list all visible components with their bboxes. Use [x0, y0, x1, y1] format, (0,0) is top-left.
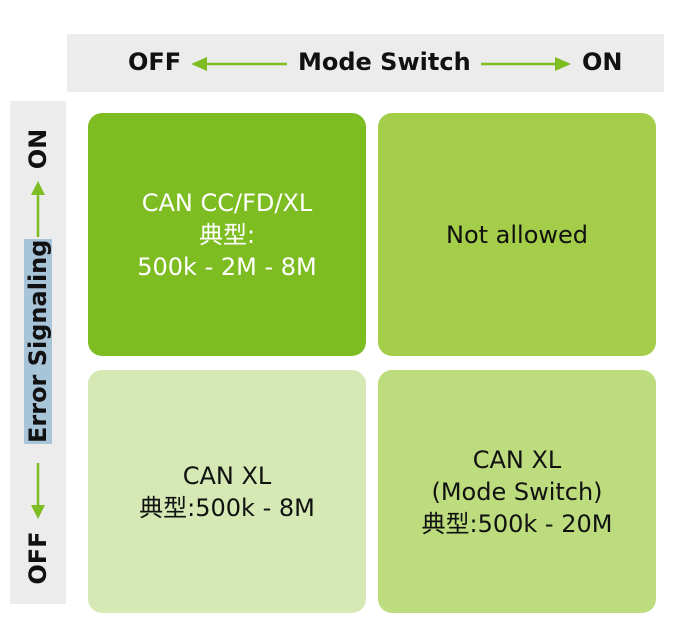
cell-error-off-mode-on: CAN XL (Mode Switch) 典型:500k - 20M	[378, 370, 656, 613]
cell-line: (Mode Switch)	[431, 477, 603, 506]
down-arrow-icon	[31, 463, 45, 519]
cell-line: Not allowed	[445, 220, 589, 249]
mode-switch-off-label: OFF	[128, 48, 182, 76]
left-arrow-icon	[191, 57, 287, 71]
cell-line: 典型:500k - 20M	[421, 509, 613, 538]
mode-switch-header: OFF Mode Switch ON	[67, 34, 664, 92]
cell-line: CAN CC/FD/XL	[141, 188, 313, 217]
error-signaling-on-label: ON	[24, 128, 52, 170]
cell-line: CAN XL	[182, 461, 272, 490]
right-arrow-icon	[481, 57, 571, 71]
error-signaling-title-text: Error Signaling	[24, 238, 52, 444]
error-signaling-title: Error Signaling	[23, 238, 53, 444]
error-signaling-off-label: OFF	[24, 531, 52, 585]
up-arrow-icon	[31, 181, 45, 237]
cell-error-on-mode-on: Not allowed	[378, 113, 656, 356]
cell-line: 典型:500k - 8M	[139, 493, 315, 522]
error-signaling-axis: ON Error Signaling OFF	[10, 101, 66, 604]
cell-line: CAN XL	[472, 445, 562, 474]
cell-line: 典型:	[198, 220, 256, 249]
cell-error-off-mode-off: CAN XL 典型:500k - 8M	[88, 370, 366, 613]
cell-error-on-mode-off: CAN CC/FD/XL 典型: 500k - 2M - 8M	[88, 113, 366, 356]
cell-line: 500k - 2M - 8M	[137, 252, 317, 281]
mode-switch-title: Mode Switch	[298, 48, 471, 76]
mode-switch-on-label: ON	[582, 48, 623, 76]
